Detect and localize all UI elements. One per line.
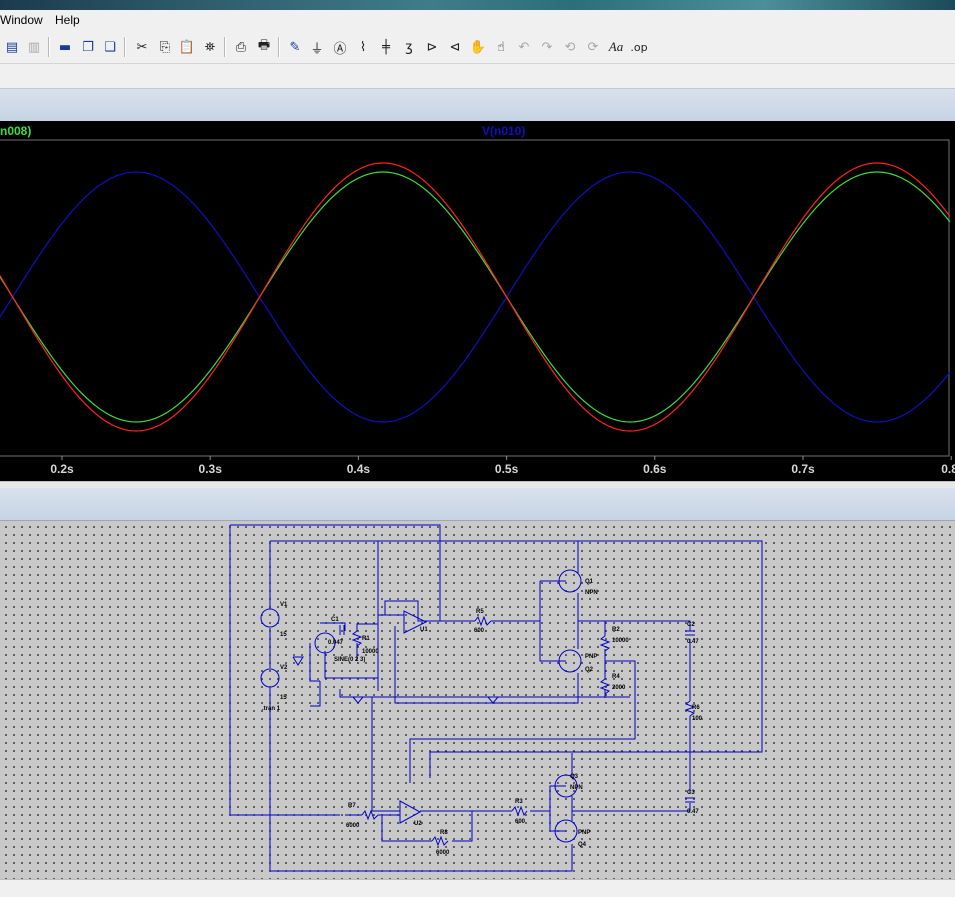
schematic-drawing: V1 15 V2 15 C1 0.047 R1 10000 SINE(0 2 3… — [229, 524, 763, 872]
c3-name[interactable]: C3 — [687, 790, 695, 796]
cascade-windows-icon[interactable]: ❐ — [82, 39, 94, 55]
draw-wire-icon[interactable]: ✎ — [289, 39, 301, 55]
schematic-wires — [229, 524, 763, 872]
waveform-plot: 0.2s 0.3s 0.4s 0.5s 0.6s 0.7s 0.8 — [0, 139, 955, 476]
x-tick-label: 0.4s — [347, 462, 371, 476]
x-tick-label: 0.8 — [941, 462, 955, 476]
x-tick-label: 0.2s — [50, 462, 74, 476]
drag-hand-icon[interactable]: ☝ — [497, 39, 505, 55]
label-net-icon[interactable]: Ⓐ — [333, 41, 347, 57]
r1-value[interactable]: 10000 — [362, 649, 379, 655]
r2-value[interactable]: 10000 — [612, 638, 629, 644]
tile-horizontal-icon[interactable]: ▬ — [58, 39, 72, 55]
schematic-window-titlebar — [0, 488, 955, 521]
r2-name[interactable]: R2 — [612, 627, 620, 633]
capacitor-icon[interactable]: ╪ — [382, 39, 390, 55]
q1-name[interactable]: Q1 — [585, 579, 594, 585]
r3-value[interactable]: 600 — [515, 819, 526, 825]
toolbar-separator — [224, 37, 226, 57]
q2-name[interactable]: Q2 — [585, 667, 594, 673]
print-icon[interactable]: 🖶 — [257, 38, 271, 53]
q4-type[interactable]: PNP — [578, 830, 590, 836]
c2-value[interactable]: 0.47 — [687, 639, 699, 645]
r4-value[interactable]: 2000 — [612, 685, 626, 691]
c1-value[interactable]: 0.047 — [328, 640, 344, 646]
status-bar — [0, 879, 955, 897]
resistor-icon[interactable]: ⌇ — [359, 39, 367, 55]
c2-name[interactable]: C2 — [687, 622, 695, 628]
q2-type[interactable]: PNP — [585, 654, 597, 660]
r5-value[interactable]: 600 — [474, 628, 485, 634]
v2-name[interactable]: V2 — [280, 665, 288, 671]
menu-window[interactable]: Window — [0, 13, 43, 27]
ground-icon[interactable]: ⏚ — [310, 41, 324, 57]
r7-name[interactable]: R7 — [348, 803, 356, 809]
r8-name[interactable]: R8 — [440, 830, 448, 836]
r7-value[interactable]: 6000 — [346, 823, 360, 829]
source-value[interactable]: SINE(0 2 3) — [334, 657, 365, 663]
x-axis-ticks: 0.2s 0.3s 0.4s 0.5s 0.6s 0.7s 0.8 — [50, 456, 955, 476]
tran-directive[interactable]: .tran 1 — [262, 706, 281, 712]
x-tick-label: 0.5s — [495, 462, 519, 476]
undo-icon[interactable]: ↶ — [518, 39, 530, 55]
zoom-extent-icon[interactable]: ▥ — [27, 39, 41, 55]
copy-icon[interactable]: ⎘ — [159, 39, 171, 55]
cut-icon[interactable]: ✂ — [136, 39, 148, 55]
toolbar-separator — [124, 37, 126, 57]
q3-type[interactable]: NPN — [570, 785, 583, 791]
r6-name[interactable]: R6 — [692, 705, 700, 711]
v1-value[interactable]: 15 — [280, 632, 287, 638]
c3-value[interactable]: 0.47 — [687, 809, 699, 815]
x-tick-label: 0.7s — [791, 462, 815, 476]
x-tick-label: 0.6s — [643, 462, 667, 476]
schematic-labels: V1 15 V2 15 C1 0.047 R1 10000 SINE(0 2 3… — [262, 579, 703, 856]
trace-label-green[interactable]: n008) — [0, 124, 32, 138]
redo-icon[interactable]: ↷ — [541, 39, 553, 55]
r5-name[interactable]: R5 — [476, 609, 484, 615]
rotate-icon[interactable]: ⟲ — [564, 39, 576, 55]
c1-name[interactable]: C1 — [331, 617, 339, 623]
q1-type[interactable]: NPN — [585, 590, 598, 596]
toolbar: ▤ ▥ ▬ ❐ ❏ ✂ ⎘ 📋 ⛯ ⎙ 🖶 ✎ ⏚ Ⓐ ⌇ ╪ ʒ ⊳ ⊲ ✋ … — [0, 31, 955, 64]
paste-icon[interactable]: 📋 — [178, 39, 196, 55]
v2-value[interactable]: 15 — [280, 695, 287, 701]
component-icon[interactable]: ⊲ — [449, 39, 461, 55]
r6-value[interactable]: 100 — [692, 716, 703, 722]
menu-help[interactable]: Help — [55, 13, 80, 27]
r4-name[interactable]: R4 — [612, 674, 620, 680]
x-tick-label: 0.3s — [199, 462, 223, 476]
toolbar-separator — [278, 37, 280, 57]
plot-frame — [0, 139, 950, 457]
title-bar-strip — [0, 0, 955, 10]
inductor-icon[interactable]: ʒ — [405, 39, 413, 55]
move-hand-icon[interactable]: ✋ — [469, 39, 487, 55]
menu-bar: Window Help — [0, 10, 955, 31]
q4-name[interactable]: Q4 — [578, 842, 587, 848]
waveform-window-titlebar — [0, 89, 955, 122]
r3-name[interactable]: R3 — [515, 799, 523, 805]
trace-green-line — [0, 171, 951, 423]
text-icon[interactable]: Aa — [608, 39, 624, 54]
autorange-icon[interactable]: ▤ — [5, 39, 19, 55]
toolbar-separator — [48, 37, 50, 57]
window-tab-strip — [0, 64, 955, 89]
diode-icon[interactable]: ⊳ — [426, 39, 438, 55]
schematic-pane[interactable]: V1 15 V2 15 C1 0.047 R1 10000 SINE(0 2 3… — [0, 521, 955, 879]
spice-directive-icon[interactable]: .op — [630, 40, 648, 54]
print-setup-icon[interactable]: ⎙ — [235, 39, 247, 55]
u1-name[interactable]: U1 — [420, 627, 428, 633]
tile-vertical-icon[interactable]: ❏ — [104, 39, 116, 55]
find-binoculars-icon[interactable]: ⛯ — [204, 39, 216, 55]
r1-name[interactable]: R1 — [362, 636, 370, 642]
trace-label-blue[interactable]: V(n010) — [482, 124, 526, 138]
r8-value[interactable]: 6000 — [436, 850, 450, 856]
trace-blue-line — [0, 171, 951, 423]
mirror-icon[interactable]: ⟳ — [587, 39, 599, 55]
v1-name[interactable]: V1 — [280, 602, 288, 608]
u2-name[interactable]: U2 — [414, 821, 422, 827]
trace-red-line — [0, 162, 951, 432]
q3-name[interactable]: Q3 — [570, 774, 579, 780]
